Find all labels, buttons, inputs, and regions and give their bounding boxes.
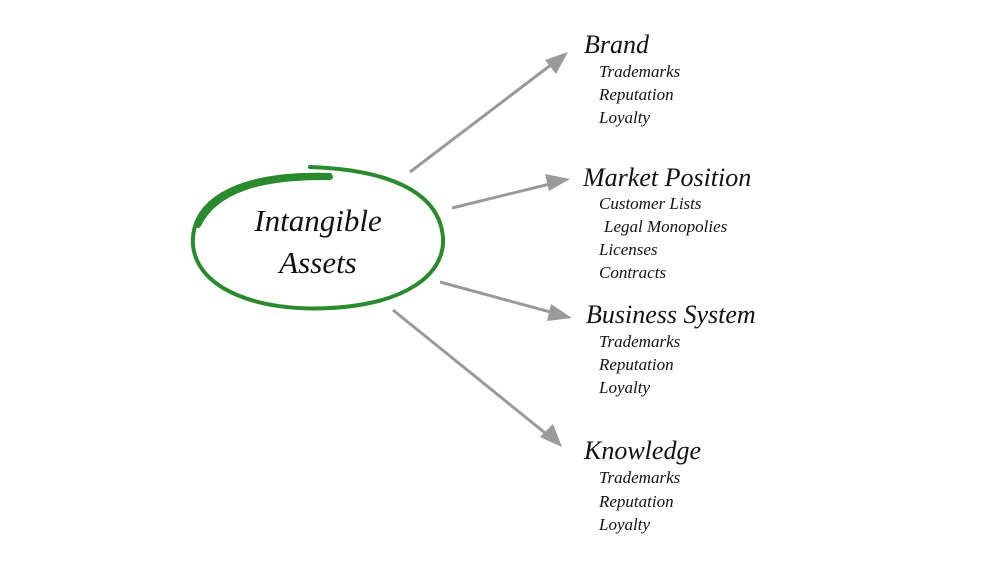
arrow-business-system: [439, 280, 566, 318]
arrowhead-market-position: [545, 174, 570, 191]
brand-item: Trademarks: [599, 62, 681, 81]
knowledge-item: Trademarks: [599, 468, 681, 487]
arrow-brand: [409, 56, 563, 174]
arrowhead-brand: [545, 52, 568, 74]
market-position-item: Licenses: [599, 240, 658, 259]
ellipse-brush-stroke: [195, 173, 333, 228]
arrowhead-business-system: [547, 304, 572, 321]
center-label: Intangible Assets: [193, 200, 443, 284]
center-line-2: Assets: [279, 245, 357, 280]
market-position-item: Contracts: [599, 263, 667, 282]
brand-item: Reputation: [599, 85, 674, 104]
branch-title-knowledge: Knowledge: [584, 436, 701, 465]
market-position-item: Customer Lists: [599, 194, 702, 213]
arrow-knowledge: [392, 308, 556, 443]
branch-title-business-system: Business System: [586, 300, 756, 329]
ellipse-outline: [190, 165, 446, 311]
knowledge-item: Reputation: [599, 492, 674, 511]
business-system-item: Reputation: [599, 355, 674, 374]
arrow-market-position: [451, 179, 563, 210]
branch-title-brand: Brand: [584, 30, 649, 59]
market-position-item: Legal Monopolies: [604, 217, 728, 236]
arrowhead-knowledge: [540, 424, 562, 447]
business-system-item: Trademarks: [599, 332, 681, 351]
center-line-1: Intangible: [254, 203, 382, 238]
branch-title-market-position: Market Position: [583, 163, 752, 192]
brand-item: Loyalty: [599, 108, 650, 127]
knowledge-item: Loyalty: [599, 515, 650, 534]
business-system-item: Loyalty: [599, 378, 650, 397]
